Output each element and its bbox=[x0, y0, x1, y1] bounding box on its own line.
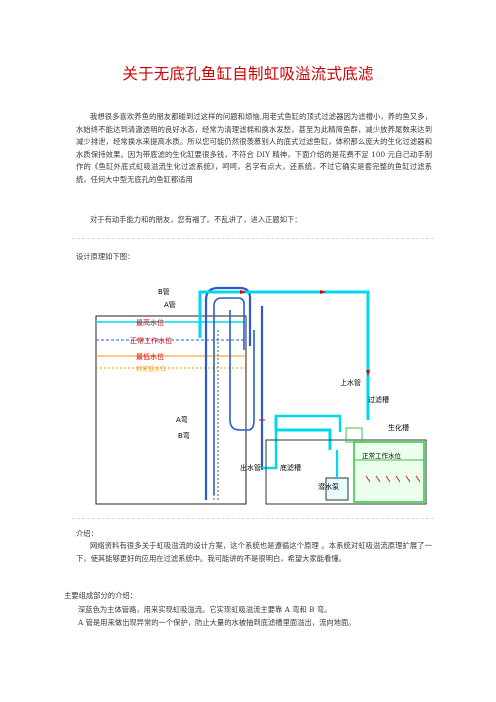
intro-heading: 介绍： bbox=[76, 529, 98, 538]
parts-line-2: A 管是用来做出现异常的一个保护，防止大量的水被抽到底滤槽里面溢出，流向地面。 bbox=[78, 618, 356, 627]
label-outlet-pipe: 出水管 bbox=[240, 463, 261, 472]
label-normal-level: 正常工作水位 bbox=[130, 336, 172, 345]
pump-return-pipe bbox=[274, 416, 332, 450]
inlet-pipe bbox=[198, 290, 370, 420]
label-filter-tank: 过滤槽 bbox=[368, 395, 389, 404]
section-divider bbox=[72, 238, 434, 239]
outlet-to-filter bbox=[262, 414, 342, 470]
a-pipe-siphon bbox=[213, 297, 245, 495]
parts-heading: 主要组成部分的介绍： bbox=[64, 591, 137, 600]
label-bottom-filter: 底滤槽 bbox=[280, 463, 301, 472]
label-a-pipe: A管 bbox=[164, 300, 176, 309]
label-inlet-pipe: 上水管 bbox=[340, 378, 361, 387]
label-abnormal-level: 异常低水位 bbox=[136, 365, 166, 373]
design-heading: 设计原理如下图： bbox=[76, 252, 135, 261]
intro-text: 网络资料有很多关于虹吸溢流的设计方案，这个系统也是遵循这个原理 。本系统对虹吸溢… bbox=[76, 541, 432, 563]
label-a-bend: A弯 bbox=[176, 415, 188, 424]
label-submersible-pump: 潜水泵 bbox=[318, 482, 339, 491]
bio-media-marks bbox=[365, 475, 421, 483]
inlet-arrow-3 bbox=[366, 370, 370, 376]
aquarium-tank bbox=[95, 315, 247, 505]
inlet-arrow-1 bbox=[240, 290, 246, 294]
page-title: 关于无底孔鱼缸自制虹吸溢流式底滤 bbox=[122, 65, 374, 83]
inlet-arrow-2 bbox=[320, 290, 326, 294]
label-bio-tank: 生化槽 bbox=[388, 423, 409, 432]
label-min-level: 最低水位 bbox=[136, 352, 164, 361]
filter-tank bbox=[345, 427, 363, 443]
intro-paragraph: 我想很多喜欢养鱼的朋友都碰到过这样的问题和烦恼,用老式鱼缸的顶式过滤器因为滤槽小… bbox=[76, 112, 432, 184]
section-divider-2 bbox=[72, 518, 434, 519]
label-max-level: 最高水位 bbox=[136, 318, 164, 327]
b-pipe-siphon bbox=[204, 286, 252, 500]
siphon-filter-diagram: B管 A管 最高水位 正常工作水位 最低水位 异常低水位 A弯 B弯 出水管 底… bbox=[95, 286, 427, 505]
label-b-pipe: B管 bbox=[158, 287, 170, 296]
parts-line-1: 深蓝色为主体管路，用来实现虹吸溢流。它实现虹吸溢流主要靠 A 弯和 B 弯。 bbox=[78, 605, 332, 614]
bio-tank bbox=[353, 441, 425, 503]
outside-u-pipe bbox=[229, 310, 255, 431]
label-bio-normal-level: 正常工作水位 bbox=[362, 451, 402, 460]
label-b-bend: B弯 bbox=[178, 431, 190, 440]
greeting-line: 对于有动手能力和的朋友，您有福了。不乱讲了，进入正题如下： bbox=[90, 215, 302, 224]
